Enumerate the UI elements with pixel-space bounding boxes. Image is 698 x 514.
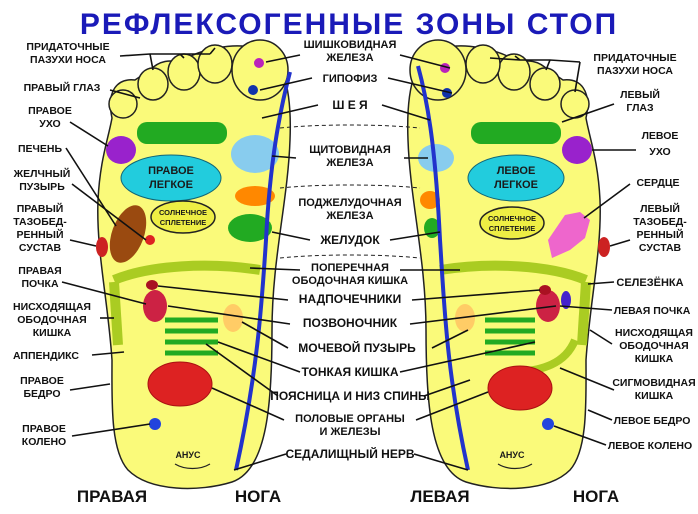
label-thigh-r1: ПРАВОЕ <box>20 375 64 387</box>
label-gall-1: ЖЕЛЧНЫЙ <box>13 167 71 180</box>
footer-left-leg: НОГА <box>573 487 619 506</box>
label-colon-r3: КИШКА <box>33 327 72 339</box>
label-pancreas-2: ЖЕЛЕЗА <box>325 210 373 222</box>
label-left-thigh: ЛЕВОЕ БЕДРО <box>614 415 691 427</box>
footer-right-foot: ПРАВАЯ <box>77 487 147 506</box>
right-solar-label-2: СПЛЕТЕНИЕ <box>160 218 206 227</box>
right-lung-label-2: ЛЕГКОЕ <box>149 179 193 191</box>
label-kidney-r1: ПРАВАЯ <box>18 265 61 277</box>
left-anus-label: АНУС <box>499 450 525 460</box>
label-transverse-1: ПОПЕРЕЧНАЯ <box>311 262 389 274</box>
label-sinuses-l1: ПРИДАТОЧНЫЕ <box>593 52 676 64</box>
label-genital-2: И ЖЕЛЕЗЫ <box>320 426 381 438</box>
right-lung-label-1: ПРАВОЕ <box>148 165 194 177</box>
label-lumbar: ПОЯСНИЦА И НИЗ СПИНЫ <box>270 389 430 403</box>
label-kidney-r2: ПОЧКА <box>21 278 59 290</box>
label-thyroid-2: ЖЕЛЕЗА <box>325 157 373 169</box>
label-left-eye-1: ЛЕВЫЙ <box>620 88 660 101</box>
footer-left-foot: ЛЕВАЯ <box>410 487 469 506</box>
label-sinuses-l2: ПАЗУХИ НОСА <box>597 65 673 77</box>
label-gall-2: ПУЗЫРЬ <box>19 181 65 193</box>
label-knee-r1: ПРАВОЕ <box>22 423 66 435</box>
label-stomach: ЖЕЛУДОК <box>319 233 380 247</box>
label-sinuses-r2: ПАЗУХИ НОСА <box>30 54 106 66</box>
label-adrenal: НАДПОЧЕЧНИКИ <box>299 292 401 306</box>
label-knee-r2: КОЛЕНО <box>22 436 66 448</box>
right-anus-label: АНУС <box>175 450 201 460</box>
label-pituitary: ГИПОФИЗ <box>323 73 378 85</box>
label-hip-r3: РЕННЫЙ <box>17 228 64 241</box>
right-labels: ПРИДАТОЧНЫЕ ПАЗУХИ НОСА ЛЕВЫЙ ГЛАЗ ЛЕВОЕ… <box>489 52 696 452</box>
label-small-intestine: ТОНКАЯ КИШКА <box>302 365 399 379</box>
label-hip-l1: ЛЕВЫЙ <box>640 202 680 215</box>
footer-labels: ПРАВАЯ НОГА ЛЕВАЯ НОГА <box>77 487 619 506</box>
label-hip-r4: СУСТАВ <box>19 242 62 254</box>
label-appendix: АППЕНДИКС <box>13 350 79 362</box>
label-right-eye: ПРАВЫЙ ГЛАЗ <box>24 81 101 94</box>
label-colon-r2: ОБОДОЧНАЯ <box>17 314 86 326</box>
label-genital-1: ПОЛОВЫЕ ОРГАНЫ <box>295 413 405 425</box>
label-left-kidney: ЛЕВАЯ ПОЧКА <box>614 305 691 317</box>
label-bladder: МОЧЕВОЙ ПУЗЫРЬ <box>298 340 416 355</box>
label-colon-l2: ОБОДОЧНАЯ <box>619 340 688 352</box>
label-thyroid-1: ЩИТОВИДНАЯ <box>309 144 391 156</box>
label-neck: Ш Е Я <box>332 98 367 112</box>
label-hip-l3: РЕННЫЙ <box>637 228 684 241</box>
label-left-ear-1: ЛЕВОЕ <box>642 130 679 142</box>
label-colon-r1: НИСХОДЯЩАЯ <box>13 301 91 313</box>
label-hip-l4: СУСТАВ <box>639 242 682 254</box>
label-hip-r1: ПРАВЫЙ <box>17 202 64 215</box>
left-foot: ЛЕВОЕ ЛЕГКОЕ СОЛНЕЧНОЕ СПЛЕТЕНИЕ АНУС <box>406 39 610 490</box>
label-right-ear-2: УХО <box>39 118 60 130</box>
left-lung-label-2: ЛЕГКОЕ <box>494 179 538 191</box>
label-pancreas-1: ПОДЖЕЛУДОЧНАЯ <box>298 197 401 209</box>
label-left-ear-2: УХО <box>649 146 670 158</box>
left-lung-label-1: ЛЕВОЕ <box>497 165 536 177</box>
label-spine: ПОЗВОНОЧНИК <box>303 316 398 330</box>
label-sciatic: СЕДАЛИЩНЫЙ НЕРВ <box>285 446 414 461</box>
label-pineal-1: ШИШКОВИДНАЯ <box>304 39 397 51</box>
label-left-eye-2: ГЛАЗ <box>626 102 654 114</box>
label-pineal-2: ЖЕЛЕЗА <box>325 52 373 64</box>
left-solar-label-1: СОЛНЕЧНОЕ <box>488 214 536 223</box>
left-solar-label-2: СПЛЕТЕНИЕ <box>489 224 535 233</box>
label-left-knee: ЛЕВОЕ КОЛЕНО <box>608 440 692 452</box>
label-heart: СЕРДЦЕ <box>636 177 679 189</box>
label-thigh-r2: БЕДРО <box>23 388 60 400</box>
title: РЕФЛЕКСОГЕННЫЕ ЗОНЫ СТОП <box>80 8 618 41</box>
right-solar-label-1: СОЛНЕЧНОЕ <box>159 208 207 217</box>
label-spleen: СЕЛЕЗЁНКА <box>616 276 683 289</box>
center-labels: ШИШКОВИДНАЯ ЖЕЛЕЗА ГИПОФИЗ Ш Е Я ЩИТОВИД… <box>157 39 557 471</box>
label-sinuses-r1: ПРИДАТОЧНЫЕ <box>26 41 109 53</box>
label-colon-l3: КИШКА <box>635 353 674 365</box>
label-colon-l1: НИСХОДЯЩАЯ <box>615 327 693 339</box>
label-hip-l2: ТАЗОБЕД- <box>633 216 687 228</box>
label-transverse-2: ОБОДОЧНАЯ КИШКА <box>292 275 408 287</box>
left-labels: ПРИДАТОЧНЫЕ ПАЗУХИ НОСА ПРАВЫЙ ГЛАЗ ПРАВ… <box>13 41 216 448</box>
right-foot: ПРАВОЕ ЛЕГКОЕ СОЛНЕЧНОЕ СПЛЕТЕНИЕ <box>96 39 292 490</box>
label-hip-r2: ТАЗОБЕД- <box>13 216 67 228</box>
label-sigmoid-1: СИГМОВИДНАЯ <box>612 377 695 389</box>
label-right-ear-1: ПРАВОЕ <box>28 105 72 117</box>
label-liver: ПЕЧЕНЬ <box>18 143 63 155</box>
label-sigmoid-2: КИШКА <box>635 390 674 402</box>
footer-right-leg: НОГА <box>235 487 281 506</box>
